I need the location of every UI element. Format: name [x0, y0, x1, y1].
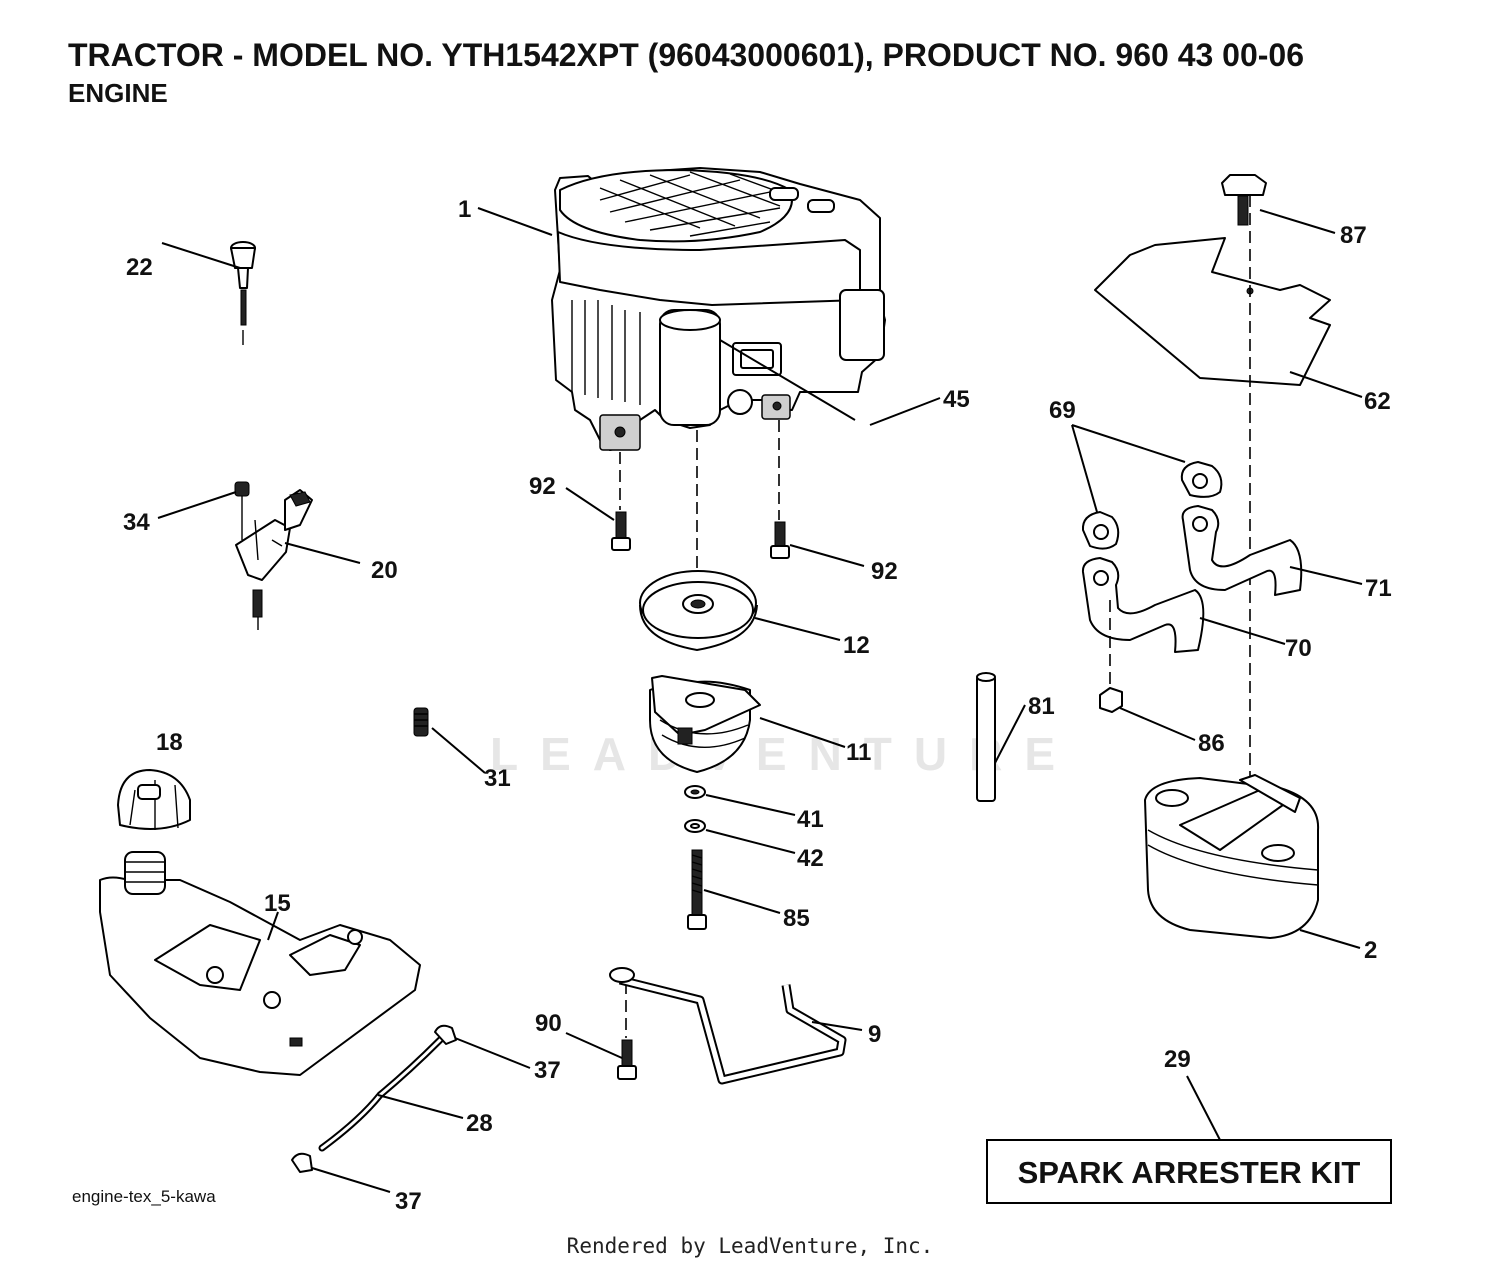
part-11-clutch[interactable]: [649, 675, 761, 773]
callout-11: 11: [846, 739, 871, 766]
spark-arrester-kit-box[interactable]: SPARK ARRESTER KIT: [986, 1139, 1392, 1204]
part-18-fuel-cap[interactable]: [117, 769, 191, 830]
part-31-fitting[interactable]: [413, 707, 429, 737]
part-22[interactable]: [230, 241, 256, 345]
callout-2: 2: [1364, 937, 1377, 964]
callout-15: 15: [264, 890, 291, 917]
callout-86: 86: [1198, 730, 1225, 757]
part-62-heat-shield[interactable]: [1094, 237, 1331, 386]
callout-71: 71: [1365, 575, 1392, 602]
part-37-clamp-bottom[interactable]: [291, 1152, 313, 1173]
page-title: TRACTOR - MODEL NO. YTH1542XPT (96043000…: [68, 37, 1304, 73]
part-71-exhaust-pipe[interactable]: [1181, 505, 1303, 596]
diagram-id: engine-tex_5-kawa: [72, 1187, 216, 1206]
watermark-text: LEADVENTURE: [490, 728, 1077, 780]
callout-42: 42: [797, 845, 824, 872]
part-2-muffler[interactable]: [1144, 774, 1320, 939]
callout-12: 12: [843, 632, 870, 659]
part-15-fuel-tank[interactable]: [99, 851, 421, 1076]
part-engine[interactable]: [551, 167, 886, 451]
callout-90: 90: [535, 1010, 562, 1037]
callout-62: 62: [1364, 388, 1391, 415]
part-69-gaskets[interactable]: [1081, 461, 1223, 550]
callout-1: 1: [458, 196, 471, 223]
callout-70: 70: [1285, 635, 1312, 662]
callout-20: 20: [371, 557, 398, 584]
part-9-rod[interactable]: [609, 967, 847, 1085]
part-86-nut[interactable]: [1099, 687, 1123, 713]
callout-34: 34: [123, 509, 150, 536]
kit-label: SPARK ARRESTER KIT: [1018, 1155, 1361, 1190]
part-34-20-linkage[interactable]: [234, 481, 313, 630]
callout-81: 81: [1028, 693, 1055, 720]
callout-28: 28: [466, 1110, 493, 1137]
part-41-washer[interactable]: [684, 785, 706, 799]
callout-37-bottom: 37: [395, 1188, 422, 1215]
part-42-washer[interactable]: [684, 819, 706, 833]
part-81-tube[interactable]: [976, 672, 996, 802]
callout-87: 87: [1340, 222, 1367, 249]
part-92-bolt-left[interactable]: [611, 511, 631, 551]
callout-9: 9: [868, 1021, 881, 1048]
callout-22: 22: [126, 254, 153, 281]
callout-18: 18: [156, 729, 183, 756]
callout-29: 29: [1164, 1046, 1191, 1073]
part-70-exhaust-pipe[interactable]: [1081, 557, 1205, 653]
callout-31: 31: [484, 765, 511, 792]
part-12-pulley[interactable]: [639, 570, 758, 651]
callout-69: 69: [1049, 397, 1076, 424]
part-85-bolt[interactable]: [687, 849, 707, 930]
callout-37-top: 37: [534, 1057, 561, 1084]
leader-lines: [157, 207, 1363, 1193]
callout-92-left: 92: [529, 473, 556, 500]
page-subtitle: ENGINE: [68, 78, 168, 108]
part-28-fuel-line[interactable]: [318, 1036, 444, 1152]
callout-labels: 1 22 87 45 62 69 92 92 34 20 71 12 70 81…: [123, 196, 1392, 1215]
footer-credit: Rendered by LeadVenture, Inc.: [567, 1234, 934, 1258]
part-87-knob[interactable]: [1221, 174, 1267, 226]
callout-85: 85: [783, 905, 810, 932]
part-92-bolt-right[interactable]: [770, 521, 790, 559]
part-90-bolt[interactable]: [617, 1039, 637, 1080]
callout-41: 41: [797, 806, 824, 833]
callout-45: 45: [943, 386, 970, 413]
callout-92-right: 92: [871, 558, 898, 585]
